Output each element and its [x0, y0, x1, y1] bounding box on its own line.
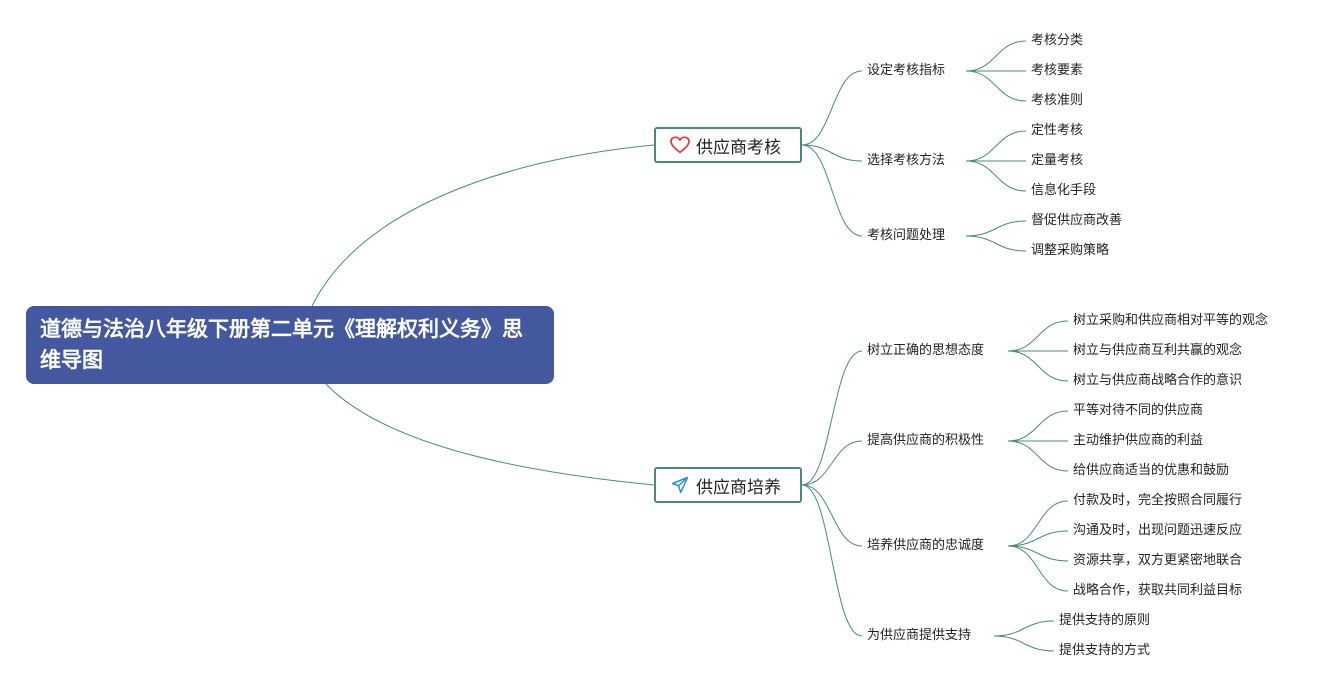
leaf-topic[interactable]: 考核分类	[1031, 33, 1084, 48]
leaf-topic[interactable]: 树立与供应商战略合作的意识	[1073, 373, 1243, 388]
leaf-topic[interactable]: 平等对待不同的供应商	[1073, 403, 1204, 418]
heart-icon	[670, 136, 690, 154]
leaf-link	[965, 130, 1027, 162]
branch-supplier-cultivation[interactable]: 供应商培养	[654, 467, 802, 503]
leaf-topic[interactable]: 主动维护供应商的利益	[1073, 433, 1204, 448]
send-icon	[671, 476, 689, 494]
subtopic[interactable]: 培养供应商的忠诚度	[867, 538, 985, 553]
leaf-topic[interactable]: 督促供应商改善	[1031, 213, 1123, 228]
leaf-topic[interactable]: 树立与供应商互利共赢的观念	[1073, 343, 1243, 358]
branch-link	[801, 350, 863, 486]
leaf-link	[993, 620, 1055, 637]
leaf-topic[interactable]: 提供支持的原则	[1059, 613, 1151, 628]
branch-link	[801, 144, 863, 237]
leaf-topic[interactable]: 考核要素	[1031, 63, 1084, 78]
root-title: 道德与法治八年级下册第二单元《理解权利义务》思维导图	[40, 317, 523, 372]
leaf-topic[interactable]: 信息化手段	[1031, 183, 1097, 198]
leaf-link	[965, 70, 1027, 102]
leaf-topic[interactable]: 定性考核	[1031, 123, 1084, 138]
leaf-topic[interactable]: 提供支持的方式	[1059, 643, 1151, 658]
leaf-link	[1007, 410, 1069, 442]
leaf-link	[965, 220, 1027, 237]
leaf-link	[1007, 440, 1069, 472]
leaf-link	[1007, 545, 1069, 562]
leaf-link	[965, 235, 1027, 252]
branch-link	[801, 484, 863, 637]
subtopic[interactable]: 为供应商提供支持	[867, 628, 972, 643]
root-link	[311, 144, 655, 307]
leaf-topic[interactable]: 调整采购策略	[1031, 243, 1110, 258]
leaf-link	[1007, 320, 1069, 352]
leaf-link	[993, 635, 1055, 652]
leaf-topic[interactable]: 资源共享，双方更紧密地联合	[1073, 553, 1243, 568]
subtopic[interactable]: 设定考核指标	[867, 63, 946, 78]
leaf-topic[interactable]: 树立采购和供应商相对平等的观念	[1073, 313, 1269, 328]
branch-supplier-assessment[interactable]: 供应商考核	[654, 127, 802, 163]
leaf-topic[interactable]: 定量考核	[1031, 153, 1084, 168]
branch-link	[801, 440, 863, 486]
branch-link	[801, 70, 863, 146]
branch-link	[801, 484, 863, 547]
leaf-topic[interactable]: 给供应商适当的优惠和鼓励	[1073, 463, 1230, 478]
leaf-topic[interactable]: 考核准则	[1031, 93, 1084, 108]
root-link	[325, 383, 655, 486]
leaf-topic[interactable]: 付款及时，完全按照合同履行	[1073, 493, 1243, 508]
leaf-topic[interactable]: 沟通及时，出现问题迅速反应	[1073, 523, 1243, 538]
leaf-topic[interactable]: 战略合作，获取共同利益目标	[1073, 583, 1243, 598]
leaf-link	[1007, 500, 1069, 547]
leaf-link	[965, 160, 1027, 192]
subtopic[interactable]: 提高供应商的积极性	[867, 433, 985, 448]
branch-label: 供应商考核	[696, 137, 781, 158]
root-topic[interactable]: 道德与法治八年级下册第二单元《理解权利义务》思维导图	[26, 306, 554, 384]
leaf-link	[1007, 530, 1069, 547]
leaf-link	[1007, 350, 1069, 382]
leaf-link	[965, 40, 1027, 72]
subtopic[interactable]: 考核问题处理	[867, 228, 946, 243]
branch-label: 供应商培养	[696, 477, 781, 498]
subtopic[interactable]: 选择考核方法	[867, 153, 946, 168]
branch-link	[801, 144, 863, 162]
subtopic[interactable]: 树立正确的思想态度	[867, 343, 985, 358]
leaf-link	[1007, 545, 1069, 592]
